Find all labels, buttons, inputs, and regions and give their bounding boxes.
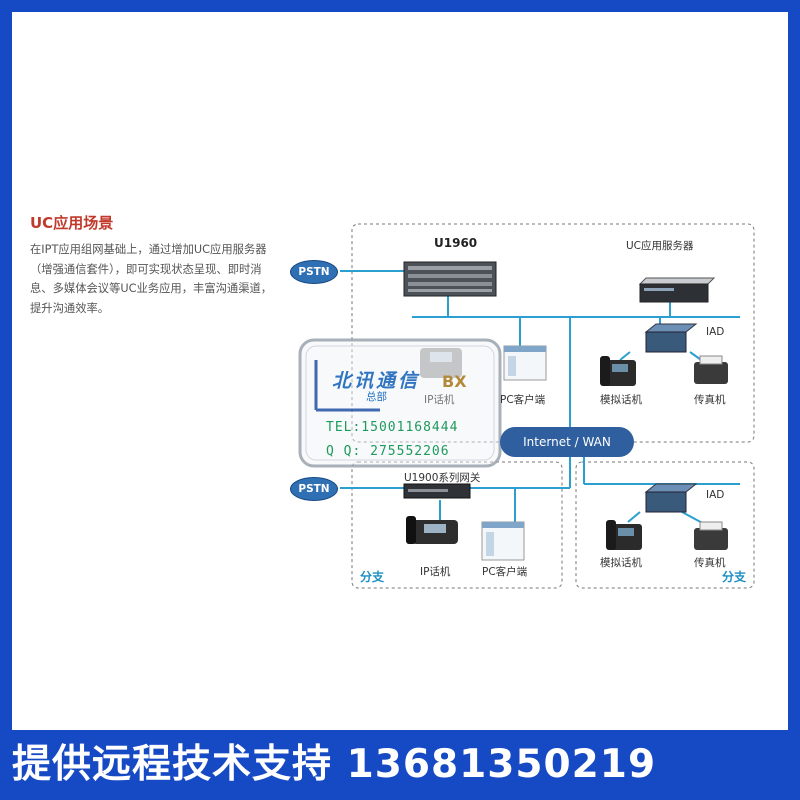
- pstn-cloud-branch: PSTN: [290, 477, 338, 501]
- watermark-brand-suffix: BX: [442, 372, 467, 391]
- pc-client-icon: [504, 346, 546, 380]
- iad-branch-label: IAD: [706, 489, 724, 501]
- analog-phone-branch-icon: [606, 520, 642, 550]
- internet-wan-cloud: Internet / WAN: [500, 427, 634, 457]
- watermark-qq: Q Q: 275552206: [326, 444, 450, 459]
- fax-branch-label: 传真机: [694, 555, 726, 570]
- ip-phone-label: IP话机: [424, 392, 454, 407]
- analog-phone-icon: [600, 356, 636, 386]
- analog-phone-branch-label: 模拟话机: [600, 555, 642, 570]
- fax-label: 传真机: [694, 392, 726, 407]
- iad-icon: [646, 324, 696, 352]
- branch-label-left: 分支: [360, 568, 384, 585]
- pstn-cloud-hq: PSTN: [290, 260, 338, 284]
- pc-client-branch-label: PC客户端: [482, 564, 527, 579]
- u1900-gateway-label: U1900系列网关: [404, 470, 480, 485]
- iad-label: IAD: [706, 326, 724, 338]
- fax-machine-icon: [694, 356, 728, 384]
- uc-server-icon: [640, 278, 714, 302]
- u1960-label: U1960: [434, 236, 477, 250]
- uc-server-label: UC应用服务器: [626, 238, 694, 253]
- u1900-gateway-icon: [404, 484, 470, 498]
- support-banner: 提供远程技术支持 13681350219: [0, 730, 800, 800]
- watermark-hq-label: 总部: [366, 389, 387, 404]
- ip-phone-branch-icon: [406, 516, 458, 544]
- iad-branch-icon: [646, 484, 696, 512]
- fax-machine-branch-icon: [694, 522, 728, 550]
- pc-client-branch-icon: [482, 522, 524, 560]
- u1960-device-icon: [404, 262, 496, 296]
- ip-phone-branch-label: IP话机: [420, 564, 450, 579]
- watermark-tel: TEL:15001168444: [326, 420, 458, 435]
- pc-client-label: PC客户端: [500, 392, 545, 407]
- analog-phone-label: 模拟话机: [600, 392, 642, 407]
- branch-label-right: 分支: [722, 568, 746, 585]
